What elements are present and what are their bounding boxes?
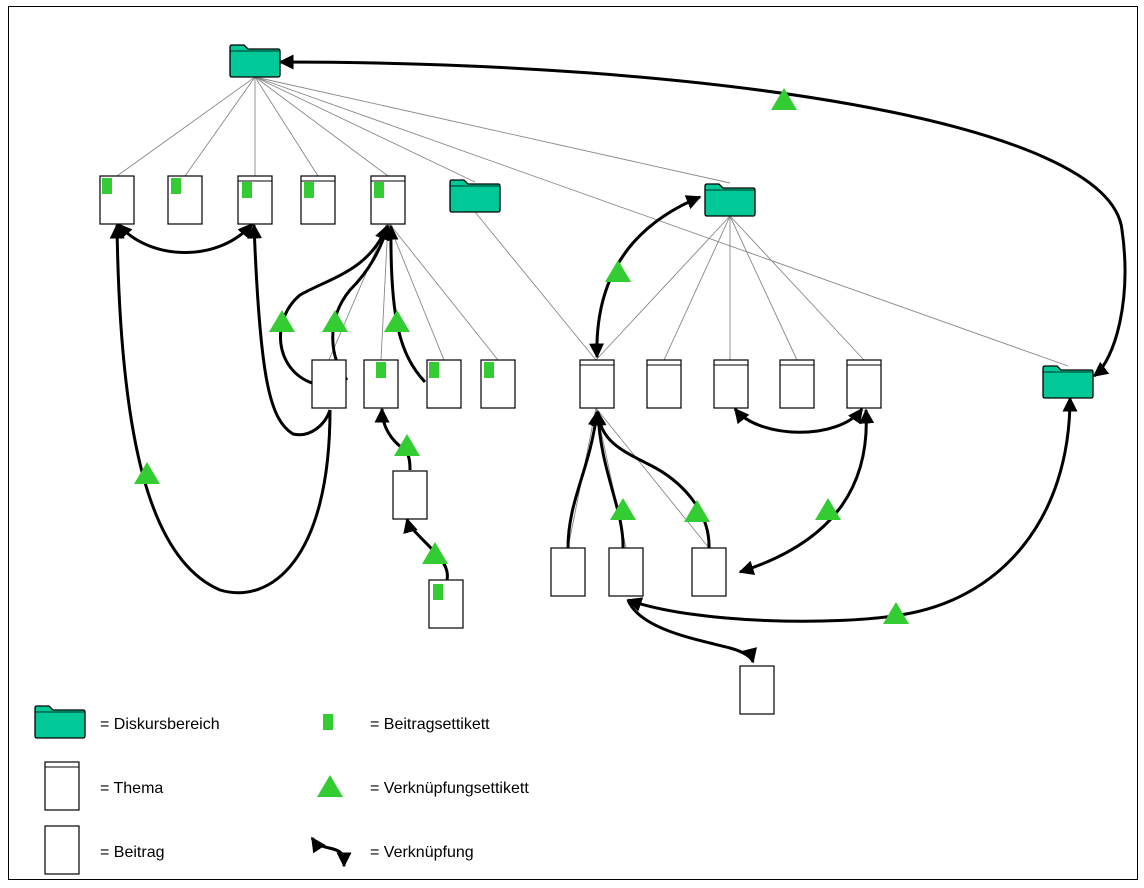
legend-folder-icon [34, 705, 86, 739]
link-tag-icon [269, 310, 295, 332]
folder-icon [1042, 365, 1094, 399]
post-tag-icon [484, 362, 494, 378]
post-tag-icon [374, 182, 384, 198]
post-icon [392, 470, 428, 520]
post-tag-icon [171, 178, 181, 194]
post-icon [311, 359, 347, 409]
post-tag-icon [242, 182, 252, 198]
post-tag-icon [304, 182, 314, 198]
topic-icon [779, 359, 815, 409]
diagram-border [8, 6, 1138, 880]
legend-post-tag-icon [323, 714, 333, 730]
post-tag-icon [376, 362, 386, 378]
post-icon [739, 665, 775, 715]
link-tag-icon [815, 498, 841, 520]
post-tag-icon [429, 362, 439, 378]
topic-icon [646, 359, 682, 409]
link-tag-icon [322, 310, 348, 332]
folder-icon [449, 179, 501, 213]
topic-icon [846, 359, 882, 409]
post-icon [691, 547, 727, 597]
link-tag-icon [605, 260, 631, 282]
legend-link-tag-label: = Verknüpfungsettikett [370, 780, 529, 797]
legend-link-icon [310, 836, 352, 868]
post-tag-icon [433, 584, 443, 600]
link-tag-icon [422, 542, 448, 564]
post-icon [608, 547, 644, 597]
link-tag-icon [134, 462, 160, 484]
legend: = Diskursbereich = Thema = Beitrag = Bei… [34, 705, 529, 875]
legend-discourse-area-label: = Diskursbereich [100, 716, 220, 733]
legend-link-tag-icon [317, 775, 343, 797]
legend-post-icon [44, 825, 80, 875]
folder-icon [704, 183, 756, 217]
legend-topic-icon [44, 761, 80, 811]
topic-icon [579, 359, 615, 409]
legend-post-label: = Beitrag [100, 844, 164, 861]
link-tag-icon [384, 310, 410, 332]
legend-topic-label: = Thema [100, 780, 163, 797]
link-tag-icon [684, 500, 710, 522]
folder-icon [229, 44, 281, 78]
legend-post-tag-label: = Beitragsettikett [370, 716, 490, 733]
post-tag-icon [102, 178, 112, 194]
legend-link-label: = Verknüpfung [370, 844, 474, 861]
post-icon [550, 547, 586, 597]
topic-icon [713, 359, 749, 409]
